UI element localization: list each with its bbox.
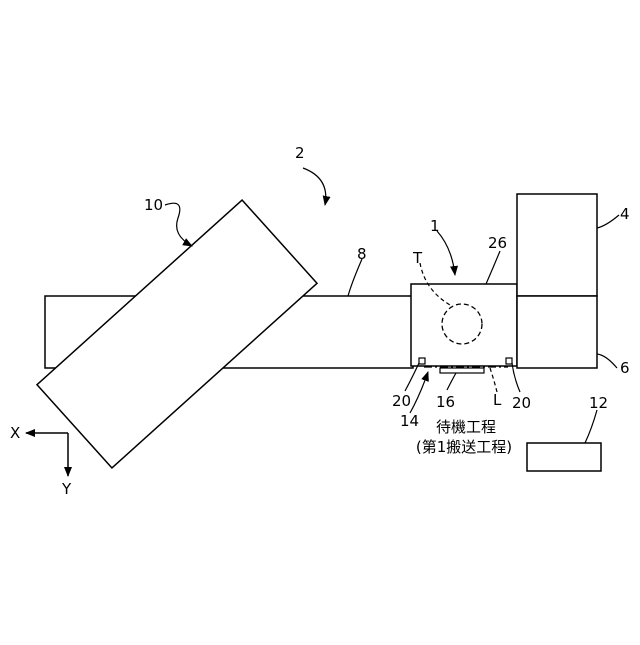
label-upper-unit: 4 [620,205,630,223]
controller-box [527,443,601,471]
leader-light [490,368,497,392]
label-sensor-left: 20 [392,392,411,410]
upper-unit [517,194,597,296]
leader-stage [410,372,428,413]
label-axis-y: Y [61,480,72,498]
label-cover: 26 [488,234,507,252]
label-light: L [493,391,502,409]
device-housing [411,284,517,366]
label-sensor-right: 20 [512,394,531,412]
leader-lower-unit [597,354,617,368]
caption-line1: 待機工程 [436,418,496,436]
plate-bar [440,368,484,373]
leader-system [303,168,326,205]
label-system: 2 [295,144,305,162]
label-plate: 16 [436,393,455,411]
leader-upper-unit [597,215,619,228]
leader-controller [585,410,597,443]
label-stage: 14 [400,412,419,430]
caption-line2: (第1搬送工程) [416,438,512,456]
sensor-left-box [419,358,425,364]
label-target: T [412,249,423,267]
label-rail: 8 [357,245,367,263]
leader-cover [486,251,500,284]
sensor-right-box [506,358,512,364]
leader-device [437,231,455,275]
leader-arm [165,203,192,246]
label-device: 1 [430,217,440,235]
label-lower-unit: 6 [620,359,630,377]
label-axis-x: X [10,424,20,442]
leader-rail [348,259,362,296]
label-controller: 12 [589,394,608,412]
leader-plate [447,373,456,390]
lower-unit [517,296,597,368]
label-arm: 10 [144,196,163,214]
